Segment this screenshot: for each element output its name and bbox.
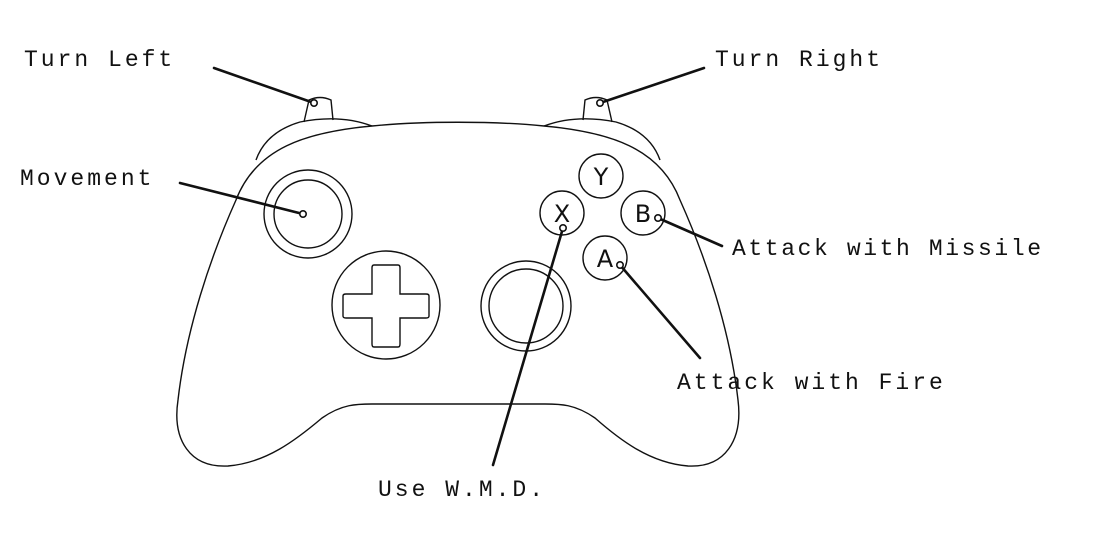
dot-attack-missile [653, 214, 662, 223]
dot-turn-right [595, 99, 604, 108]
label-attack-missile: Attack with Missile [732, 236, 1044, 262]
left-analog-stick[interactable] [263, 169, 353, 259]
b-button[interactable]: B [620, 190, 666, 236]
right-bumper [543, 96, 661, 161]
b-button-label: B [635, 200, 651, 228]
leader-turn-left [212, 66, 316, 105]
y-button-label: Y [593, 163, 609, 191]
a-button-label: A [597, 245, 614, 273]
leader-attack-fire [618, 263, 702, 360]
leader-attack-missile [656, 216, 724, 248]
y-button[interactable]: Y [578, 153, 624, 199]
dot-attack-fire [615, 260, 624, 269]
label-movement: Movement [20, 166, 154, 192]
controller-body [176, 121, 740, 467]
leader-turn-right [598, 66, 706, 105]
right-analog-stick[interactable] [480, 260, 572, 352]
label-turn-left: Turn Left [24, 47, 175, 73]
a-button[interactable]: A [582, 235, 628, 281]
label-use-wmd: Use W.M.D. [378, 477, 546, 503]
dot-movement [298, 210, 307, 219]
d-pad[interactable] [331, 250, 441, 360]
x-button-label: X [554, 200, 570, 228]
dot-turn-left [309, 99, 318, 108]
label-attack-fire: Attack with Fire [677, 370, 946, 396]
dot-use-wmd [558, 224, 567, 233]
label-turn-right: Turn Right [715, 47, 883, 73]
leader-use-wmd [491, 226, 565, 467]
leader-movement [178, 181, 305, 216]
